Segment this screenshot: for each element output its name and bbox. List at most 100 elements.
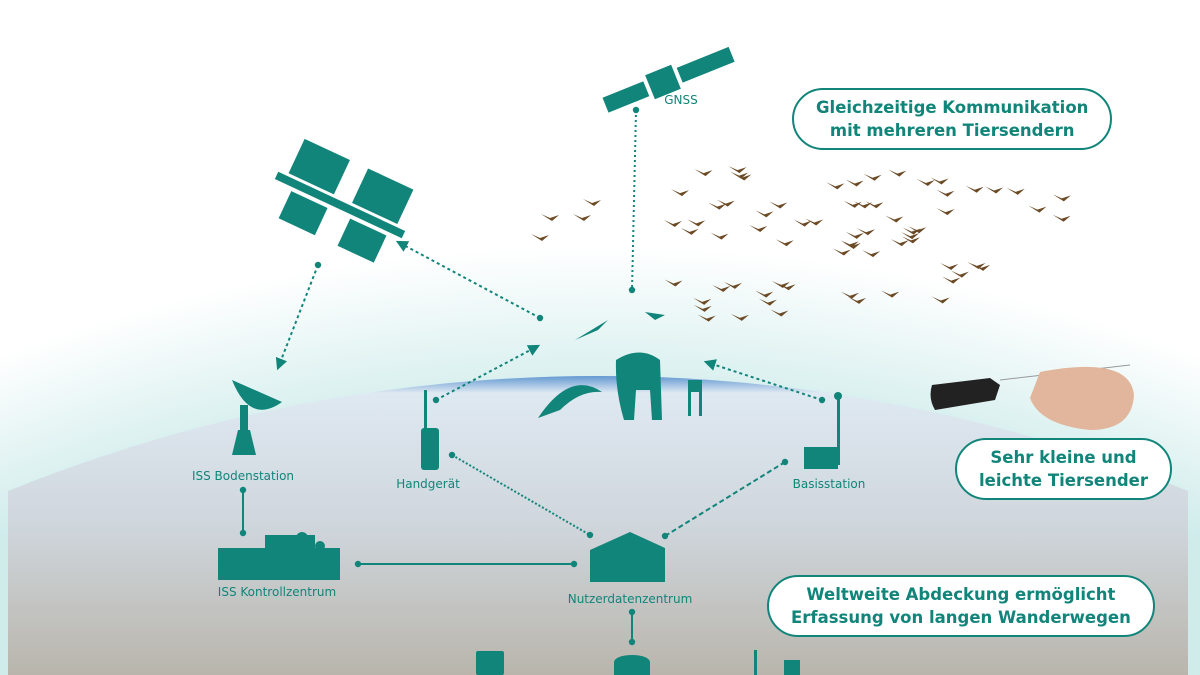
- bird-icon: [985, 186, 1004, 194]
- satellite-dish-icon: [232, 380, 282, 455]
- handheld-device-icon: [421, 390, 439, 470]
- bird-icon: [775, 239, 794, 247]
- bird-icon: [826, 182, 845, 190]
- gnss-satellite-icon: [602, 46, 735, 113]
- bird-icon: [730, 313, 749, 321]
- bird-icon: [1052, 194, 1071, 202]
- bird-icon: [931, 296, 950, 304]
- bird-icon: [663, 219, 682, 227]
- bird-icon: [901, 236, 920, 244]
- bird-icon: [687, 219, 706, 227]
- bird-icon: [573, 214, 591, 221]
- label-iss-control-center: ISS Kontrollzentrum: [217, 585, 337, 599]
- bubble-line: leichte Tiersender: [979, 471, 1148, 490]
- bird-icon: [843, 200, 862, 208]
- bird-icon: [908, 226, 927, 234]
- map-document-icon: [476, 651, 504, 675]
- bubble-line: Erfassung von langen Wanderwegen: [791, 608, 1131, 627]
- bird-icon: [916, 178, 935, 186]
- bird-icon: [758, 298, 777, 306]
- bird-icon: [755, 210, 774, 218]
- bird-icon: [749, 225, 768, 233]
- label-base-station: Basisstation: [792, 477, 866, 491]
- iss-station-icon: [274, 138, 414, 263]
- bubble-line: Sehr kleine und: [990, 448, 1137, 467]
- bird-flock: [531, 166, 1071, 322]
- bird-icon: [856, 228, 875, 236]
- bird-icon: [1028, 205, 1047, 213]
- base-station-icon: [804, 392, 842, 469]
- bubble-tags: Sehr kleine und leichte Tiersender: [955, 438, 1172, 500]
- bird-icon: [733, 173, 752, 181]
- bird-icon: [769, 201, 788, 209]
- bird-icon: [965, 185, 984, 193]
- bird-icon: [793, 219, 812, 227]
- bird-icon: [697, 314, 716, 322]
- bird-icon: [972, 263, 991, 271]
- bird-icon: [842, 241, 861, 249]
- bird-icon: [710, 232, 729, 240]
- link-base-tag: [703, 359, 826, 404]
- bird-icon: [694, 169, 713, 177]
- bird-icon: [693, 304, 712, 312]
- link-handheld-tag: [432, 344, 541, 404]
- bubble-communication: Gleichzeitige Kommunikation mit mehreren…: [792, 88, 1113, 150]
- bird-icon: [1052, 214, 1071, 222]
- bird-icon: [940, 263, 959, 271]
- bubble-coverage: Weltweite Abdeckung ermöglicht Erfassung…: [767, 575, 1155, 637]
- bird-icon: [832, 248, 851, 256]
- bird-icon: [712, 284, 731, 292]
- animals-icon: [538, 312, 702, 420]
- user-data-center-icon: [590, 532, 665, 582]
- bird-icon: [583, 199, 601, 206]
- bird-icon: [845, 231, 864, 239]
- bird-icon: [723, 281, 742, 289]
- bird-icon: [840, 291, 859, 299]
- bird-icon: [1006, 187, 1025, 195]
- link-tag-iss: [395, 240, 544, 322]
- bird-icon: [693, 297, 712, 305]
- bird-icon: [777, 283, 796, 291]
- label-gnss: GNSS: [664, 93, 698, 107]
- bird-icon: [728, 166, 747, 174]
- bird-icon: [671, 189, 690, 197]
- bird-icon: [664, 279, 683, 287]
- label-handheld: Handgerät: [396, 477, 460, 491]
- link-handheld-userdata: [448, 451, 594, 539]
- statistics-icon: [754, 650, 800, 675]
- bird-icon: [936, 208, 955, 216]
- bird-icon: [862, 250, 881, 258]
- bird-icon: [936, 189, 955, 197]
- bird-icon: [885, 215, 904, 223]
- bird-icon: [865, 201, 884, 209]
- bird-icon: [845, 179, 864, 187]
- bird-icon: [863, 173, 882, 181]
- bird-icon: [942, 276, 961, 284]
- bird-icon: [770, 309, 789, 317]
- bird-icon: [853, 201, 872, 209]
- bird-icon: [771, 280, 790, 288]
- bird-icon: [950, 270, 969, 278]
- bird-icon: [730, 171, 749, 179]
- bird-icon: [680, 227, 699, 235]
- connections: [239, 106, 826, 646]
- database-icon: [614, 655, 650, 675]
- bird-icon: [531, 234, 549, 241]
- bird-icon: [805, 218, 824, 226]
- label-user-data-center: Nutzerdatenzentrum: [567, 592, 693, 606]
- bird-icon: [848, 296, 867, 304]
- bubble-line: Gleichzeitige Kommunikation: [816, 98, 1089, 117]
- bird-icon: [901, 232, 920, 240]
- tag-device-photo: [930, 364, 1134, 430]
- bird-icon: [840, 240, 859, 248]
- bird-icon: [541, 214, 559, 221]
- bubble-line: mit mehreren Tiersendern: [829, 121, 1075, 140]
- label-iss-ground-station: ISS Bodenstation: [191, 469, 295, 483]
- bird-icon: [755, 290, 774, 298]
- bird-icon: [888, 169, 907, 177]
- bubble-line: Weltweite Abdeckung ermöglicht: [806, 585, 1116, 604]
- bird-icon: [890, 239, 909, 247]
- link-iss-ground: [275, 261, 322, 371]
- iss-control-center-icon: [218, 532, 340, 580]
- bird-icon: [881, 290, 900, 298]
